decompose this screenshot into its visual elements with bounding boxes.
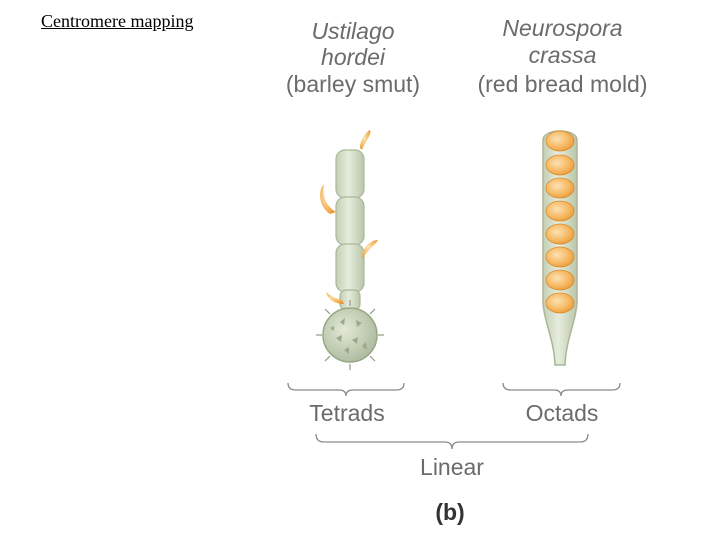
ustilago-genus-label: Ustilago	[311, 18, 395, 44]
ustilago-teliospore	[316, 300, 384, 370]
neurospora-genus-label: Neurospora	[502, 15, 623, 41]
ustilago-spore-3	[362, 240, 378, 258]
panel-label: (b)	[435, 499, 465, 525]
ustilago-common-label: (barley smut)	[285, 71, 421, 97]
ustilago-spore-2	[320, 184, 336, 214]
ustilago-cell-chain	[316, 130, 384, 370]
neurospora-common-label: (red bread mold)	[477, 71, 648, 97]
octads-label: Octads	[525, 400, 599, 426]
ustilago-spore-1	[360, 130, 371, 150]
slide-title: Centromere mapping	[41, 11, 194, 31]
octads-bracket	[502, 382, 621, 397]
ascospore-3	[545, 177, 575, 199]
tetrads-label: Tetrads	[309, 400, 385, 426]
ustilago-cell-3	[335, 243, 365, 293]
ascospore-2	[545, 154, 575, 176]
linear-label: Linear	[420, 454, 484, 480]
ascospore-4	[545, 200, 575, 222]
ascospore-8	[545, 292, 575, 314]
ustilago-cell-2	[335, 196, 365, 246]
neurospora-ascus	[542, 130, 578, 366]
ascospore-5	[545, 223, 575, 245]
ustilago-species-label: hordei	[321, 44, 385, 70]
ascospore-7	[545, 269, 575, 291]
linear-bracket	[315, 433, 589, 450]
neurospora-ascospores	[545, 130, 575, 314]
ustilago-cell-1	[335, 149, 365, 199]
ustilago-spore-4	[326, 292, 344, 304]
neurospora-species-label: crassa	[528, 42, 597, 68]
ascospore-1	[545, 130, 575, 152]
ascospore-6	[545, 246, 575, 268]
tetrads-bracket	[287, 382, 405, 397]
